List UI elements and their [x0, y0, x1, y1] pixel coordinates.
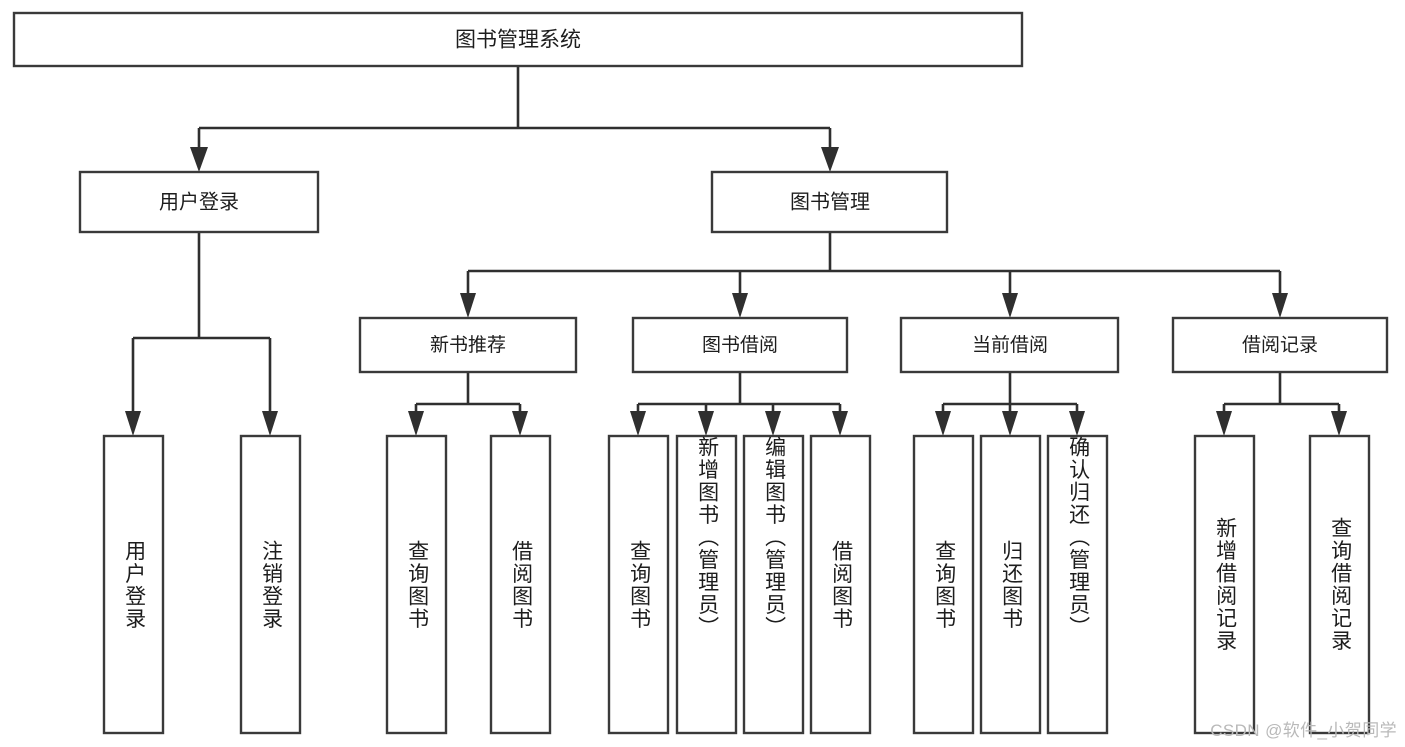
node-new-book-rec[interactable]: 新书推荐: [358, 316, 578, 374]
arrow-head-icon: [630, 411, 646, 436]
node-book-manage-label: 图书管理: [790, 190, 870, 213]
arrow-head-icon: [1069, 411, 1085, 436]
arrow-head-icon: [935, 411, 951, 436]
leaf-box-user-login[interactable]: [102, 434, 165, 735]
connector-group-borrow-record: [1216, 372, 1347, 436]
arrow-head-icon: [732, 293, 748, 318]
leaf-box-borrow-query[interactable]: [607, 434, 670, 735]
node-borrow-record[interactable]: 借阅记录: [1171, 316, 1389, 374]
arrow-head-icon: [1002, 411, 1018, 436]
watermark: CSDN @软件_小贺同学: [1210, 721, 1397, 740]
leaf-box-current-return[interactable]: [979, 434, 1042, 735]
connector-group-book-borrow: [630, 372, 848, 436]
arrow-head-icon: [460, 293, 476, 318]
leaf-box-user-logout[interactable]: [239, 434, 302, 735]
connector-group-current-borrow: [935, 372, 1085, 436]
arrow-head-icon: [821, 147, 839, 172]
node-book-borrow-box[interactable]: [631, 316, 849, 374]
arrow-head-icon: [698, 411, 714, 436]
arrow-head-icon: [832, 411, 848, 436]
leaf-box-newbook-borrow[interactable]: [489, 434, 552, 735]
arrow-head-icon: [1272, 293, 1288, 318]
arrow-head-icon: [1216, 411, 1232, 436]
node-user-login-label: 用户登录: [159, 190, 239, 213]
node-book-borrow-label: 图书借阅: [702, 334, 778, 356]
leaf-box-borrow-edit[interactable]: [742, 434, 805, 735]
leaf-box-current-confirm[interactable]: [1046, 434, 1109, 735]
node-root[interactable]: 图书管理系统: [12, 11, 1024, 68]
arrow-head-icon: [190, 147, 208, 172]
node-borrow-record-box[interactable]: [1171, 316, 1389, 374]
leaf-box-borrow-add[interactable]: [675, 434, 738, 735]
arrow-head-icon: [512, 411, 528, 436]
node-root-label: 图书管理系统: [455, 29, 581, 52]
connector-group-new-book: [408, 372, 528, 436]
arrow-head-icon: [1002, 293, 1018, 318]
node-book-borrow[interactable]: 图书借阅: [631, 316, 849, 374]
node-borrow-record-label: 借阅记录: [1242, 334, 1318, 356]
leaf-box-newbook-query[interactable]: [385, 434, 448, 735]
node-new-book-rec-label: 新书推荐: [430, 334, 506, 356]
leaf-box-record-query[interactable]: [1308, 434, 1371, 735]
arrow-head-icon: [125, 411, 141, 436]
node-current-borrow[interactable]: 当前借阅: [899, 316, 1120, 374]
node-user-login[interactable]: 用户登录: [78, 170, 320, 234]
node-new-book-rec-box[interactable]: [358, 316, 578, 374]
arrow-head-icon: [262, 411, 278, 436]
node-current-borrow-label: 当前借阅: [972, 334, 1048, 356]
arrow-head-icon: [408, 411, 424, 436]
leaf-box-record-add[interactable]: [1193, 434, 1256, 735]
leaf-box-borrow-lend[interactable]: [809, 434, 872, 735]
node-root-box[interactable]: [12, 11, 1024, 68]
leaf-box-current-query[interactable]: [912, 434, 975, 735]
connector-group-root: [190, 66, 839, 172]
leaf-boxes: [102, 434, 1371, 735]
connector-group-user-login: [125, 232, 278, 436]
arrow-head-icon: [765, 411, 781, 436]
node-book-manage[interactable]: 图书管理: [710, 170, 949, 234]
node-book-manage-box[interactable]: [710, 170, 949, 234]
node-user-login-box[interactable]: [78, 170, 320, 234]
arrow-head-icon: [1331, 411, 1347, 436]
connector-group-book-manage: [460, 232, 1288, 318]
node-current-borrow-box[interactable]: [899, 316, 1120, 374]
